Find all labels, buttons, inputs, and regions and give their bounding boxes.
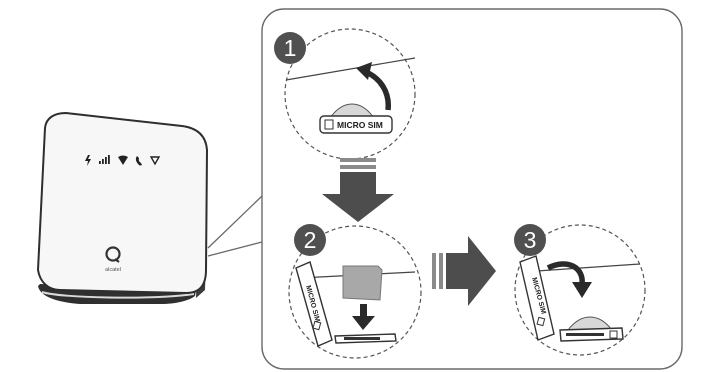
down-arrow-icon	[322, 158, 394, 222]
step-3-badge: 3	[514, 224, 546, 256]
close-arrow-icon	[546, 261, 592, 298]
internet-icon	[149, 156, 161, 166]
step-3: MICRO SIM 3	[514, 224, 646, 356]
brand-logo: alcatel	[105, 246, 121, 273]
wifi-icon	[118, 155, 128, 165]
step-2: MICRO SIM 2	[288, 224, 422, 359]
router-body	[36, 111, 209, 295]
power-icon	[85, 155, 91, 166]
sim-tray-lid: MICRO SIM	[295, 261, 333, 347]
step-1: MICRO SIM 1	[274, 28, 416, 160]
sim-slot-panel	[319, 115, 393, 134]
step-3-number: 3	[524, 227, 537, 253]
step-1-number: 1	[284, 35, 297, 61]
right-arrow-icon	[432, 236, 496, 306]
sim-tray-lid-closing: MICRO SIM	[519, 255, 555, 341]
status-icons	[85, 155, 161, 166]
step-2-number: 2	[304, 227, 317, 253]
step-2-badge: 2	[294, 224, 326, 256]
router-device: alcatel	[36, 111, 209, 304]
callout-lines	[207, 195, 263, 257]
brand-logo-text: alcatel	[105, 267, 121, 273]
insert-arrow-icon	[352, 304, 375, 330]
sim-card	[342, 265, 383, 301]
lift-arrow-icon	[356, 62, 391, 111]
step-1-badge: 1	[274, 32, 306, 64]
phone-icon	[135, 156, 142, 166]
signal-icon	[99, 155, 110, 164]
slot-label: MICRO SIM	[337, 120, 383, 130]
